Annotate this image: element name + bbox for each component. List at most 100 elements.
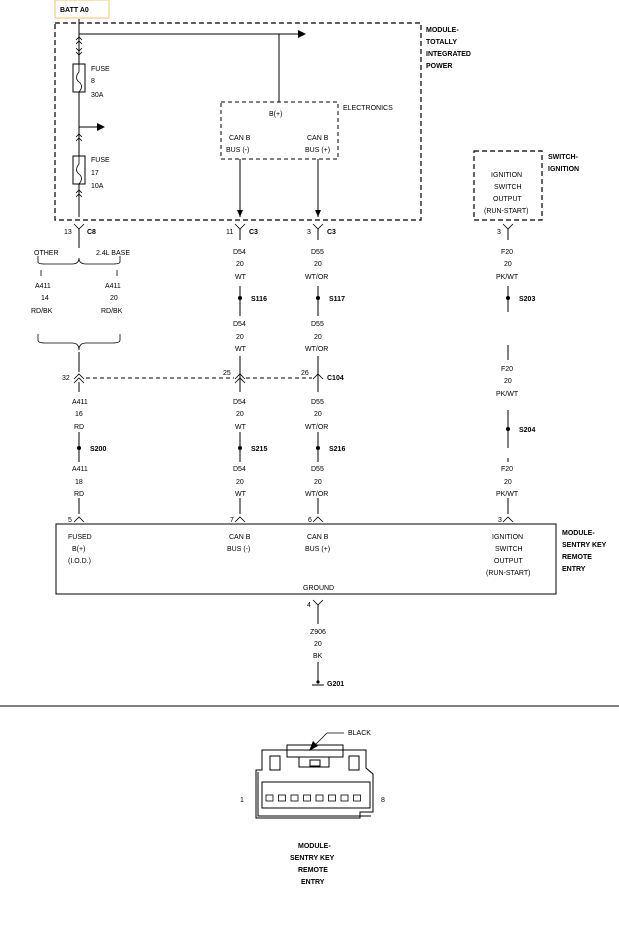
switch-ign-line-4: (RUN-START) — [484, 208, 528, 215]
electronics-bus-minus: BUS (-) — [226, 147, 249, 154]
wire-f20-3-color: PK/WT — [496, 491, 519, 498]
fuse-8-symbol — [72, 63, 86, 93]
wire-d55-1-gauge: 20 — [314, 261, 322, 268]
switch-ign-line-1: IGNITION — [491, 172, 522, 179]
connector-caption-1: MODULE- — [298, 843, 331, 850]
ground-g201: G201 — [327, 681, 344, 688]
connector-cavity — [340, 794, 349, 802]
skrm-input-connectors — [73, 516, 514, 523]
wire-d54-1-id: D54 — [233, 249, 246, 256]
skrm-module-box — [55, 523, 557, 595]
skrm-fused-1: FUSED — [68, 534, 92, 541]
connector-cavity — [303, 794, 311, 802]
connector-c3-bus-minus — [234, 223, 246, 240]
wire-a411-14-gauge: 14 — [41, 295, 49, 302]
wire-z906-id: Z906 — [310, 629, 326, 636]
wire-d55-3-id: D55 — [311, 399, 324, 406]
c104-label: C104 — [327, 375, 344, 382]
tipm-title-3: INTEGRATED — [426, 51, 471, 58]
wire-f20-1-id: F20 — [501, 249, 513, 256]
wire-runs — [78, 229, 509, 682]
wire-z906-color: BK — [313, 653, 323, 660]
electronics-box — [220, 101, 339, 160]
variant-base: 2.4L BASE — [96, 250, 130, 257]
connector-view-color: BLACK — [348, 730, 371, 737]
connector-view-drawing — [255, 744, 374, 819]
wire-a411-18-color: RD — [74, 491, 84, 498]
connector-c104 — [73, 373, 324, 384]
skrm-ign-4: (RUN-START) — [486, 570, 530, 577]
skrm-fused-2: B(+) — [72, 546, 85, 553]
splice-s117: S117 — [329, 296, 345, 303]
c3b-pin: 3 — [307, 229, 311, 236]
wire-z906-gauge: 20 — [314, 641, 322, 648]
wire-a411-18-gauge: 18 — [75, 479, 83, 486]
skrm-ground: GROUND — [303, 585, 334, 592]
connector-caption-2: SENTRY KEY — [290, 855, 335, 862]
connector-cavity — [265, 794, 274, 802]
wire-d55-2-id: D55 — [311, 321, 324, 328]
wire-d54-1-color: WT — [235, 274, 247, 281]
skrm-canb1-2: BUS (-) — [227, 546, 250, 553]
c104-pin-3: 26 — [301, 370, 309, 377]
c104-pin-2: 25 — [223, 370, 231, 377]
electronics-bus-plus: BUS (+) — [305, 147, 330, 154]
tipm-internal-wiring — [75, 19, 306, 217]
fuse-8-number: 8 — [91, 78, 95, 85]
skrm-pin-7: 7 — [230, 517, 234, 524]
fuse-17-number: 17 — [91, 170, 99, 177]
wire-a411-14-id: A411 — [35, 283, 51, 290]
wire-d54-4-gauge: 20 — [236, 479, 244, 486]
wire-d55-3-color: WT/OR — [305, 424, 328, 431]
skrm-canb2-1: CAN B — [307, 534, 329, 541]
skrm-canb2-2: BUS (+) — [305, 546, 330, 553]
electronics-canb-left: CAN B — [229, 135, 251, 142]
connector-c3-bus-plus — [312, 223, 324, 240]
c3a-label: C3 — [249, 229, 258, 236]
splice-s116-dot — [238, 296, 242, 300]
tipm-module-box — [54, 22, 422, 221]
splice-s203-dot — [506, 296, 510, 300]
wire-d55-4-color: WT/OR — [305, 491, 328, 498]
wire-a411-20-color: RD/BK — [101, 308, 123, 315]
fuse-17-symbol — [72, 155, 86, 185]
c104-pin-1: 32 — [62, 375, 70, 382]
connector-cavity — [353, 794, 361, 802]
skrm-title-3: REMOTE — [562, 554, 592, 561]
skrm-title-2: SENTRY KEY — [562, 542, 607, 549]
connector-view-leader — [309, 732, 344, 751]
switch-ign-title-2: IGNITION — [548, 166, 579, 173]
wire-f20-2-gauge: 20 — [504, 378, 512, 385]
wire-a411-16-id: A411 — [72, 399, 88, 406]
wire-d54-2-id: D54 — [233, 321, 246, 328]
connector-cavity — [328, 794, 336, 802]
tipm-title-4: POWER — [426, 63, 452, 70]
fuse-8-rating: 30A — [91, 92, 104, 99]
wire-d54-1-gauge: 20 — [236, 261, 244, 268]
wire-a411-18-id: A411 — [72, 466, 88, 473]
connector-caption-4: ENTRY — [301, 879, 325, 886]
splice-s215: S215 — [251, 446, 267, 453]
wire-d54-3-id: D54 — [233, 399, 246, 406]
skrm-pin-3: 3 — [498, 517, 502, 524]
wire-d55-1-id: D55 — [311, 249, 324, 256]
connector-cavity — [278, 794, 286, 802]
splice-s200-dot — [77, 446, 81, 450]
connector-view-pin-1: 1 — [240, 797, 244, 804]
wire-d55-2-color: WT/OR — [305, 346, 328, 353]
wire-f20-1-color: PK/WT — [496, 274, 519, 281]
electronics-canb-right: CAN B — [307, 135, 329, 142]
skrm-pin-4: 4 — [307, 602, 311, 609]
wire-d55-3-gauge: 20 — [314, 411, 322, 418]
connector-view-pin-8: 8 — [381, 797, 385, 804]
batt-label-box — [54, 0, 110, 19]
c8-pin: 13 — [64, 229, 72, 236]
wire-a411-20-gauge: 20 — [110, 295, 118, 302]
splice-s203: S203 — [519, 296, 535, 303]
ground-connector — [312, 599, 324, 610]
wire-d54-4-color: WT — [235, 491, 247, 498]
splice-s200: S200 — [90, 446, 106, 453]
switch-ign-line-3: OUTPUT — [493, 196, 523, 203]
wire-d55-1-color: WT/OR — [305, 274, 328, 281]
